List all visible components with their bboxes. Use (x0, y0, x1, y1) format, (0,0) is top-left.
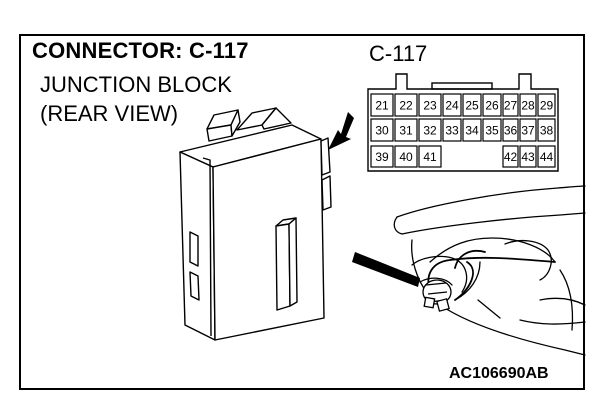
pin-number: 23 (423, 99, 437, 113)
pin-cell (418, 145, 442, 168)
pin-number: 43 (521, 150, 535, 164)
connector-title: CONNECTOR: C-117 (32, 38, 249, 63)
connector-label: C-117 (369, 41, 428, 66)
pin-cell (537, 145, 556, 168)
harness-connector (422, 279, 452, 312)
pin-cell (482, 93, 502, 117)
diagram-frame (19, 34, 585, 390)
pin-number: 32 (423, 124, 437, 138)
pin-number: 37 (521, 124, 535, 138)
pin-cell (519, 93, 537, 117)
pin-cell (370, 118, 394, 142)
pointer-arrow-connector (328, 112, 354, 150)
pin-number: 27 (504, 99, 518, 113)
pin-cell (537, 118, 556, 142)
pin-cell (418, 93, 442, 117)
pin-cell (462, 93, 482, 117)
pin-cell (502, 93, 519, 117)
pin-cell (462, 118, 482, 142)
pin-cell (394, 145, 418, 168)
pin-cell (370, 145, 394, 168)
pin-number: 30 (375, 124, 389, 138)
pin-cell (519, 118, 537, 142)
pin-number: 25 (465, 99, 479, 113)
connector-outline (367, 73, 559, 172)
pin-number: 31 (399, 124, 413, 138)
pin-number: 35 (485, 124, 499, 138)
pin-cell (442, 118, 462, 142)
pin-number: 22 (399, 99, 413, 113)
pin-number: 21 (375, 99, 389, 113)
connector-latch (431, 82, 493, 90)
junction-block (179, 107, 332, 341)
pin-cell (370, 93, 394, 117)
dashboard-view (393, 185, 586, 356)
wiring-harness (427, 250, 556, 301)
pin-number: 44 (540, 150, 554, 164)
pin-cell (418, 118, 442, 142)
pin-cell (394, 93, 418, 117)
pin-number: 38 (540, 124, 554, 138)
component-name: JUNCTION BLOCK (40, 72, 232, 97)
pin-number: 36 (504, 124, 518, 138)
pin-number: 28 (521, 99, 535, 113)
pin-cell (394, 118, 418, 142)
pin-number: 34 (465, 124, 479, 138)
pointer-arrow-harness (352, 252, 420, 287)
pin-cell (537, 93, 556, 117)
view-label: (REAR VIEW) (40, 101, 179, 126)
pin-number: 29 (540, 99, 554, 113)
pin-number: 39 (375, 150, 389, 164)
pin-cell (442, 93, 462, 117)
pin-cell (502, 145, 519, 168)
pin-number: 33 (445, 124, 459, 138)
pin-cell (482, 118, 502, 142)
figure-code: AC106690AB (449, 365, 549, 382)
pin-number: 40 (399, 150, 413, 164)
pin-number: 24 (445, 99, 459, 113)
pin-cell (502, 118, 519, 142)
pin-cell (519, 145, 537, 168)
pin-number: 41 (423, 150, 437, 164)
pin-number: 26 (485, 99, 499, 113)
pin-number: 42 (504, 150, 518, 164)
